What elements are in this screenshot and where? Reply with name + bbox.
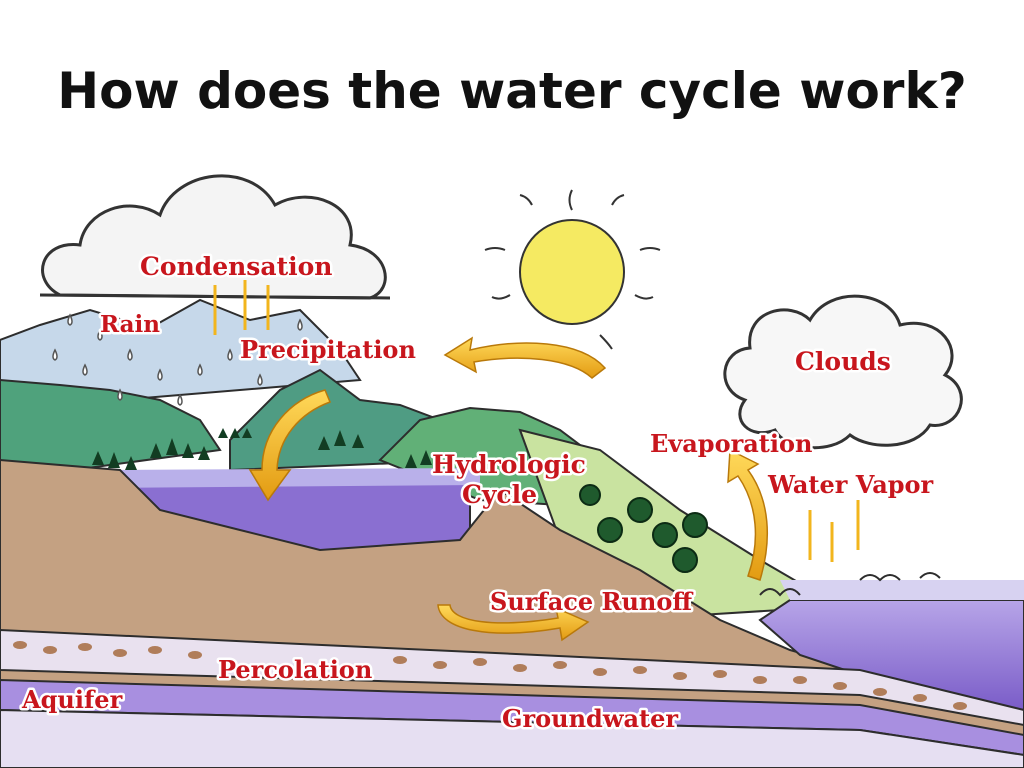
label-precipitation: Precipitation <box>240 335 416 364</box>
water-vapor-arrows <box>808 500 860 562</box>
label-rain: Rain <box>100 311 160 338</box>
lake-shore <box>100 468 480 488</box>
label-clouds: Clouds <box>795 347 891 376</box>
groundwater-layer <box>0 678 1024 757</box>
precipitation-arrow <box>443 336 607 379</box>
label-percolation: Percolation <box>218 655 372 684</box>
water-cycle-diagram: Condensation Rain Precipitation Clouds E… <box>0 174 1024 768</box>
label-surface-runoff: Surface Runoff <box>490 587 693 616</box>
label-water-vapor: Water Vapor <box>767 470 934 499</box>
label-hydrologic: Hydrologic <box>432 450 586 479</box>
label-evaporation: Evaporation <box>650 429 812 458</box>
label-groundwater: Groundwater <box>502 704 678 733</box>
waves <box>759 572 941 597</box>
label-cycle: Cycle <box>462 480 537 509</box>
runoff-arrow <box>437 604 590 642</box>
rain-drops <box>52 313 303 406</box>
condensation-arrows <box>213 280 270 335</box>
slide-title: How does the water cycle work? <box>57 62 967 120</box>
rain-cloud <box>41 174 387 300</box>
percolation-layer <box>0 628 1024 727</box>
ocean-surface <box>780 580 1024 600</box>
evaporation-arrow <box>727 448 768 581</box>
clouds-shape <box>723 294 963 450</box>
sun <box>484 189 661 350</box>
label-condensation: Condensation <box>140 252 332 281</box>
label-aquifer: Aquifer <box>21 685 123 714</box>
trees <box>92 428 432 470</box>
bedrock <box>0 708 1024 768</box>
distant-mountains <box>0 298 362 412</box>
round-trees <box>579 484 708 573</box>
gravel-pebbles <box>13 641 967 710</box>
downflow-arrow <box>248 389 331 502</box>
